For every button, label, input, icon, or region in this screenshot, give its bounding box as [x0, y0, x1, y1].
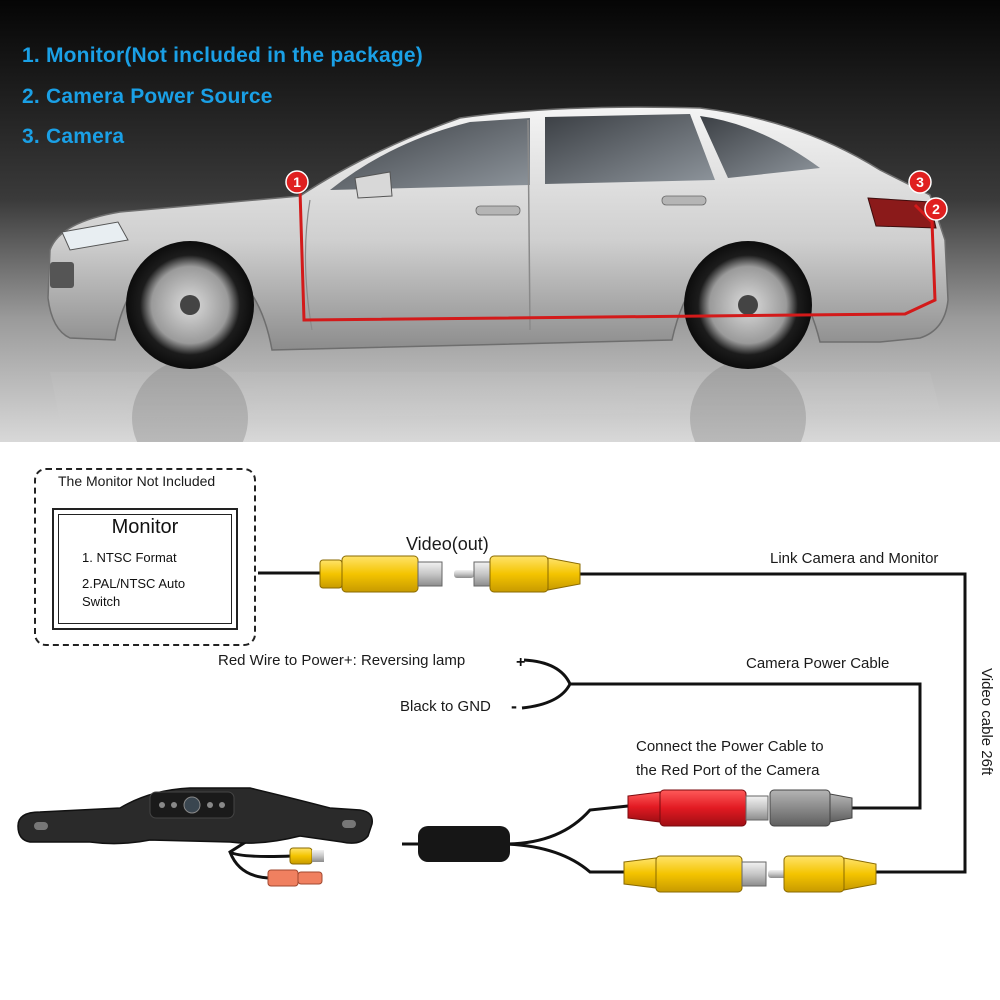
car-photo-panel: 1 3 2 [0, 0, 1000, 442]
camera-rca-leads [267, 847, 324, 887]
rca-female-yellow-camera [623, 855, 767, 893]
red-wire-label: Red Wire to Power+: Reversing lamp [218, 652, 466, 669]
marker-3-label: 3 [916, 174, 924, 190]
video-cable-label: Video cable 26ft [978, 668, 995, 776]
monitor-group-label: The Monitor Not Included [58, 473, 216, 489]
legend-item-power: 2. Camera Power Source [22, 85, 273, 108]
marker-monitor: 1 [285, 170, 309, 194]
video-out-label: Video(out) [406, 534, 489, 554]
connect-power-label-line1: Connect the Power Cable to [636, 738, 824, 755]
rca-male-yellow-camera [768, 855, 877, 893]
link-camera-monitor-label: Link Camera and Monitor [770, 550, 939, 567]
marker-1-label: 1 [293, 174, 301, 190]
license-plate-camera [17, 787, 373, 845]
monitor-spec-switch: Switch [82, 594, 121, 609]
camera-power-cable-label: Camera Power Cable [746, 655, 890, 672]
rca-female-yellow-monitor [319, 555, 443, 593]
monitor-spec-auto: 2.PAL/NTSC Auto [82, 576, 186, 591]
marker-power: 2 [924, 197, 948, 221]
monitor-not-included-group [34, 468, 256, 646]
car-silhouette [47, 106, 949, 369]
rca-male-yellow-link [454, 555, 581, 593]
legend-item-monitor: 1. Monitor(Not included in the package) [22, 44, 423, 67]
legend-item-camera: 3. Camera [22, 125, 125, 148]
car-reflection [50, 360, 940, 442]
monitor-spec-ntsc: 1. NTSC Format [82, 550, 177, 565]
wires [228, 571, 967, 880]
black-gnd-label: Black to GND [400, 698, 491, 715]
monitor-title: Monitor [111, 516, 179, 538]
monitor-box: Monitor 1. NTSC Format 2.PAL/NTSC Auto S… [52, 508, 238, 630]
monitor-box-inner-border [58, 514, 232, 624]
marker-2-label: 2 [932, 201, 940, 217]
cable-splitter [418, 826, 510, 862]
minus-sign: - [511, 696, 517, 716]
plus-sign: + [516, 654, 525, 671]
rca-female-red-power [627, 789, 769, 827]
rca-male-gray-power [769, 789, 853, 827]
connect-power-label-line2: the Red Port of the Camera [636, 762, 820, 779]
marker-camera: 3 [908, 170, 932, 194]
